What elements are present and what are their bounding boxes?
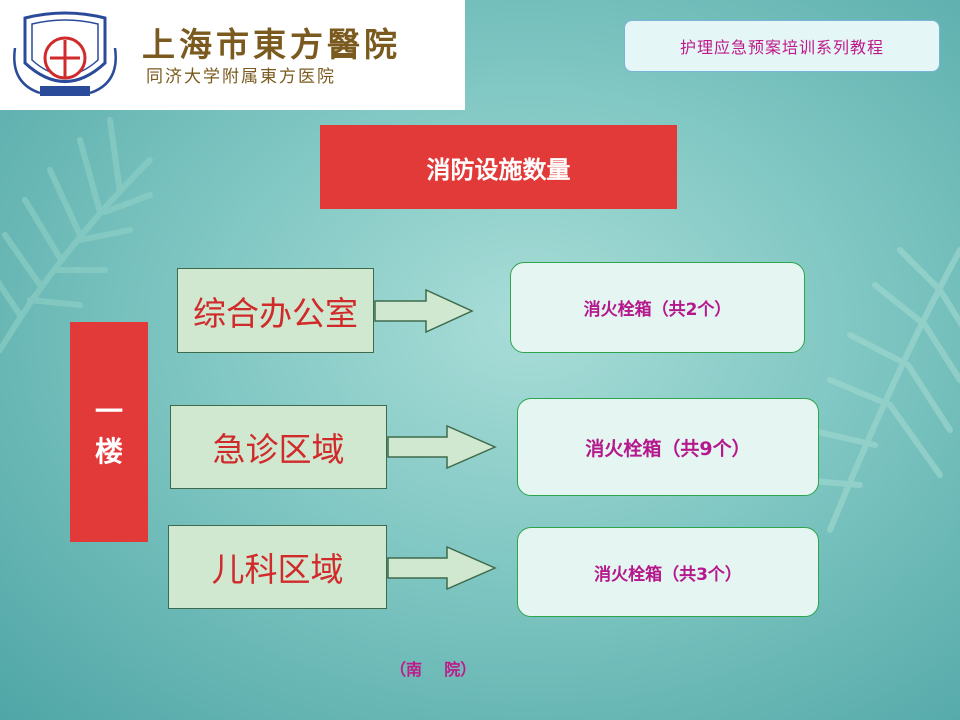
hospital-name: 上海市東方醫院: [142, 25, 401, 64]
floor-label: 一 楼: [70, 322, 148, 542]
right-arrow-icon: [374, 289, 474, 333]
facility-box-office: 消火栓箱（共2个）: [510, 262, 805, 353]
floor-label-line2: 楼: [94, 435, 123, 468]
campus-note: （南 院）: [390, 660, 477, 679]
right-arrow-icon: [387, 425, 497, 469]
series-label: 护理应急预案培训系列教程: [624, 20, 940, 72]
facility-box-emergency: 消火栓箱（共9个）: [517, 398, 819, 496]
area-box-emergency: 急诊区域: [170, 405, 387, 489]
floor-label-line1: 一: [94, 395, 123, 428]
right-arrow-icon: [387, 546, 497, 590]
area-box-pediatrics: 儿科区域: [168, 525, 387, 609]
palm-leaf-icon: [797, 247, 960, 533]
palm-leaf-icon: [0, 117, 153, 353]
hospital-seal-icon: [13, 11, 117, 96]
slide-title: 消防设施数量: [320, 125, 677, 209]
facility-box-pediatrics: 消火栓箱（共3个）: [517, 527, 819, 617]
logo-panel: 上海市東方醫院 同济大学附属東方医院: [0, 0, 465, 110]
area-box-office: 综合办公室: [177, 268, 374, 353]
hospital-subtitle: 同济大学附属東方医院: [146, 67, 336, 87]
